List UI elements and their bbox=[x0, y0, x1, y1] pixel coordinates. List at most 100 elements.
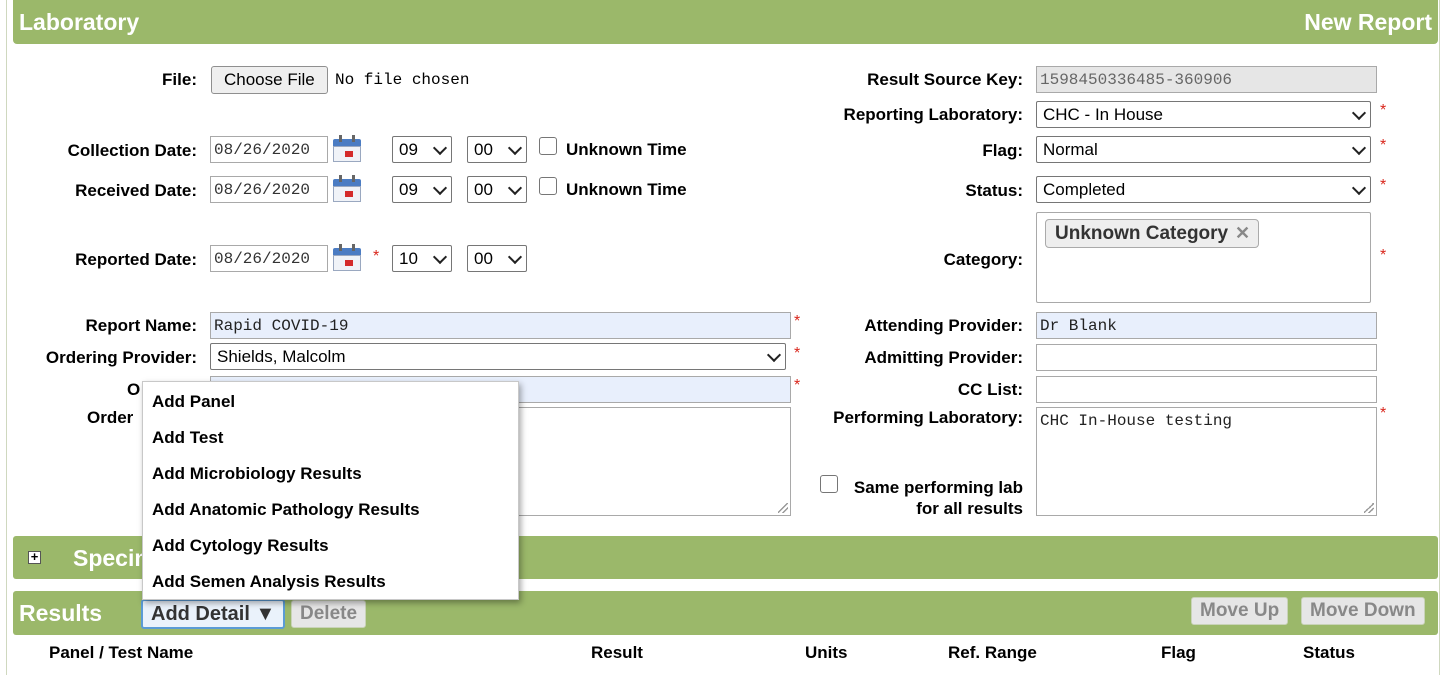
chevron-down-icon bbox=[435, 181, 445, 196]
same-lab-label-line2: for all results bbox=[916, 499, 1023, 518]
ordering-provider-select[interactable]: Shields, Malcolm bbox=[210, 343, 786, 370]
collection-hour-value: 09 bbox=[399, 140, 418, 159]
menu-item-add-microbiology[interactable]: Add Microbiology Results bbox=[152, 464, 362, 483]
no-file-text: No file chosen bbox=[335, 71, 470, 89]
performing-lab-value: CHC In-House testing bbox=[1040, 412, 1233, 430]
page-title: Laboratory bbox=[19, 9, 140, 35]
column-header-flag[interactable]: Flag bbox=[1161, 643, 1196, 662]
chevron-down-icon bbox=[510, 141, 520, 156]
required-marker: * bbox=[1380, 247, 1387, 264]
received-minute-select[interactable]: 00 bbox=[467, 176, 527, 203]
flag-value: Normal bbox=[1043, 140, 1098, 159]
collection-date-label: Collection Date: bbox=[67, 141, 197, 160]
column-header-ref-range[interactable]: Ref. Range bbox=[948, 643, 1037, 662]
status-select[interactable]: Completed bbox=[1036, 176, 1371, 203]
category-multiselect[interactable]: Unknown Category ✕ bbox=[1036, 212, 1371, 303]
column-header-units[interactable]: Units bbox=[805, 643, 848, 662]
collection-date-input[interactable]: 08/26/2020 bbox=[210, 136, 328, 163]
received-date-label: Received Date: bbox=[75, 181, 197, 200]
admitting-provider-label: Admitting Provider: bbox=[864, 348, 1023, 367]
report-name-label: Report Name: bbox=[85, 316, 197, 335]
order-number-label: O bbox=[127, 380, 141, 399]
page-frame bbox=[6, 0, 1440, 675]
menu-item-add-panel[interactable]: Add Panel bbox=[152, 392, 236, 411]
required-marker: * bbox=[1380, 177, 1387, 194]
admitting-provider-input[interactable] bbox=[1036, 344, 1377, 371]
menu-item-add-cytology[interactable]: Add Cytology Results bbox=[152, 536, 329, 555]
remove-tag-icon[interactable]: ✕ bbox=[1235, 223, 1251, 243]
same-performing-lab-checkbox[interactable] bbox=[820, 475, 838, 493]
required-marker: * bbox=[1380, 137, 1387, 154]
reported-hour-select[interactable]: 10 bbox=[392, 245, 452, 272]
received-hour-value: 09 bbox=[399, 180, 418, 199]
collection-unknown-time-checkbox[interactable] bbox=[539, 137, 557, 155]
status-label: Status: bbox=[965, 181, 1023, 200]
move-down-button[interactable]: Move Down bbox=[1301, 597, 1425, 625]
required-marker: * bbox=[1380, 405, 1387, 422]
attending-provider-input[interactable]: Dr Blank bbox=[1036, 312, 1377, 339]
chevron-down-icon bbox=[435, 141, 445, 156]
calendar-icon[interactable] bbox=[333, 134, 361, 164]
add-detail-menu: Add Panel Add Test Add Microbiology Resu… bbox=[142, 381, 519, 600]
received-unknown-time-checkbox[interactable] bbox=[539, 177, 557, 195]
column-header-status[interactable]: Status bbox=[1303, 643, 1355, 662]
received-hour-select[interactable]: 09 bbox=[392, 176, 452, 203]
chevron-down-icon bbox=[435, 250, 445, 265]
specimen-title: Specim bbox=[73, 545, 155, 571]
required-marker: * bbox=[794, 345, 801, 362]
reporting-lab-label: Reporting Laboratory: bbox=[843, 105, 1023, 124]
menu-item-add-anatomic-pathology[interactable]: Add Anatomic Pathology Results bbox=[152, 500, 420, 519]
reporting-lab-value: CHC - In House bbox=[1043, 105, 1163, 124]
reported-hour-value: 10 bbox=[399, 249, 418, 268]
page-header: Laboratory New Report bbox=[13, 0, 1438, 44]
results-title: Results bbox=[19, 600, 103, 626]
reporting-lab-select[interactable]: CHC - In House bbox=[1036, 101, 1371, 128]
report-name-input[interactable]: Rapid COVID-19 bbox=[210, 312, 791, 339]
menu-item-add-semen-analysis[interactable]: Add Semen Analysis Results bbox=[152, 572, 386, 591]
source-key-input: 1598450336485-360906 bbox=[1036, 66, 1377, 93]
performing-lab-textarea[interactable]: CHC In-House testing bbox=[1036, 407, 1377, 516]
chevron-down-icon bbox=[510, 181, 520, 196]
delete-button[interactable]: Delete bbox=[291, 600, 367, 628]
reported-date-label: Reported Date: bbox=[75, 250, 197, 269]
category-tag: Unknown Category ✕ bbox=[1045, 219, 1260, 248]
attending-provider-label: Attending Provider: bbox=[864, 316, 1023, 335]
category-tag-label: Unknown Category bbox=[1055, 223, 1229, 244]
file-label: File: bbox=[162, 70, 197, 89]
status-value: Completed bbox=[1043, 180, 1126, 199]
collection-unknown-time-label: Unknown Time bbox=[566, 140, 687, 159]
required-marker: * bbox=[1380, 102, 1387, 119]
chevron-down-icon bbox=[1354, 106, 1364, 121]
source-key-label: Result Source Key: bbox=[867, 70, 1023, 89]
reported-minute-value: 00 bbox=[474, 249, 493, 268]
required-marker: * bbox=[373, 248, 380, 265]
collection-minute-select[interactable]: 00 bbox=[467, 136, 527, 163]
menu-item-add-test[interactable]: Add Test bbox=[152, 428, 224, 447]
calendar-icon[interactable] bbox=[333, 174, 361, 204]
chevron-down-icon bbox=[510, 250, 520, 265]
choose-file-button[interactable]: Choose File bbox=[211, 66, 328, 94]
performing-lab-label: Performing Laboratory: bbox=[833, 408, 1023, 427]
reported-minute-select[interactable]: 00 bbox=[467, 245, 527, 272]
order-notes-label: Order bbox=[87, 408, 134, 427]
received-minute-value: 00 bbox=[474, 180, 493, 199]
chevron-down-icon bbox=[1354, 141, 1364, 156]
add-detail-button[interactable]: Add Detail ▼ bbox=[141, 599, 286, 629]
expand-icon[interactable]: + bbox=[28, 550, 41, 564]
chevron-down-icon bbox=[769, 348, 779, 363]
column-header-panel-test[interactable]: Panel / Test Name bbox=[49, 643, 194, 662]
category-label: Category: bbox=[943, 250, 1023, 269]
ordering-provider-label: Ordering Provider: bbox=[45, 348, 197, 367]
column-header-result[interactable]: Result bbox=[591, 643, 643, 662]
chevron-down-icon bbox=[1354, 181, 1364, 196]
flag-select[interactable]: Normal bbox=[1036, 136, 1371, 163]
cc-list-input[interactable] bbox=[1036, 376, 1377, 403]
required-marker: * bbox=[794, 377, 801, 394]
required-marker: * bbox=[794, 313, 801, 330]
reported-date-input[interactable]: 08/26/2020 bbox=[210, 245, 328, 272]
received-date-input[interactable]: 08/26/2020 bbox=[210, 176, 328, 203]
move-up-button[interactable]: Move Up bbox=[1191, 597, 1289, 625]
collection-hour-select[interactable]: 09 bbox=[392, 136, 452, 163]
calendar-icon[interactable] bbox=[333, 243, 361, 273]
collection-minute-value: 00 bbox=[474, 140, 493, 159]
